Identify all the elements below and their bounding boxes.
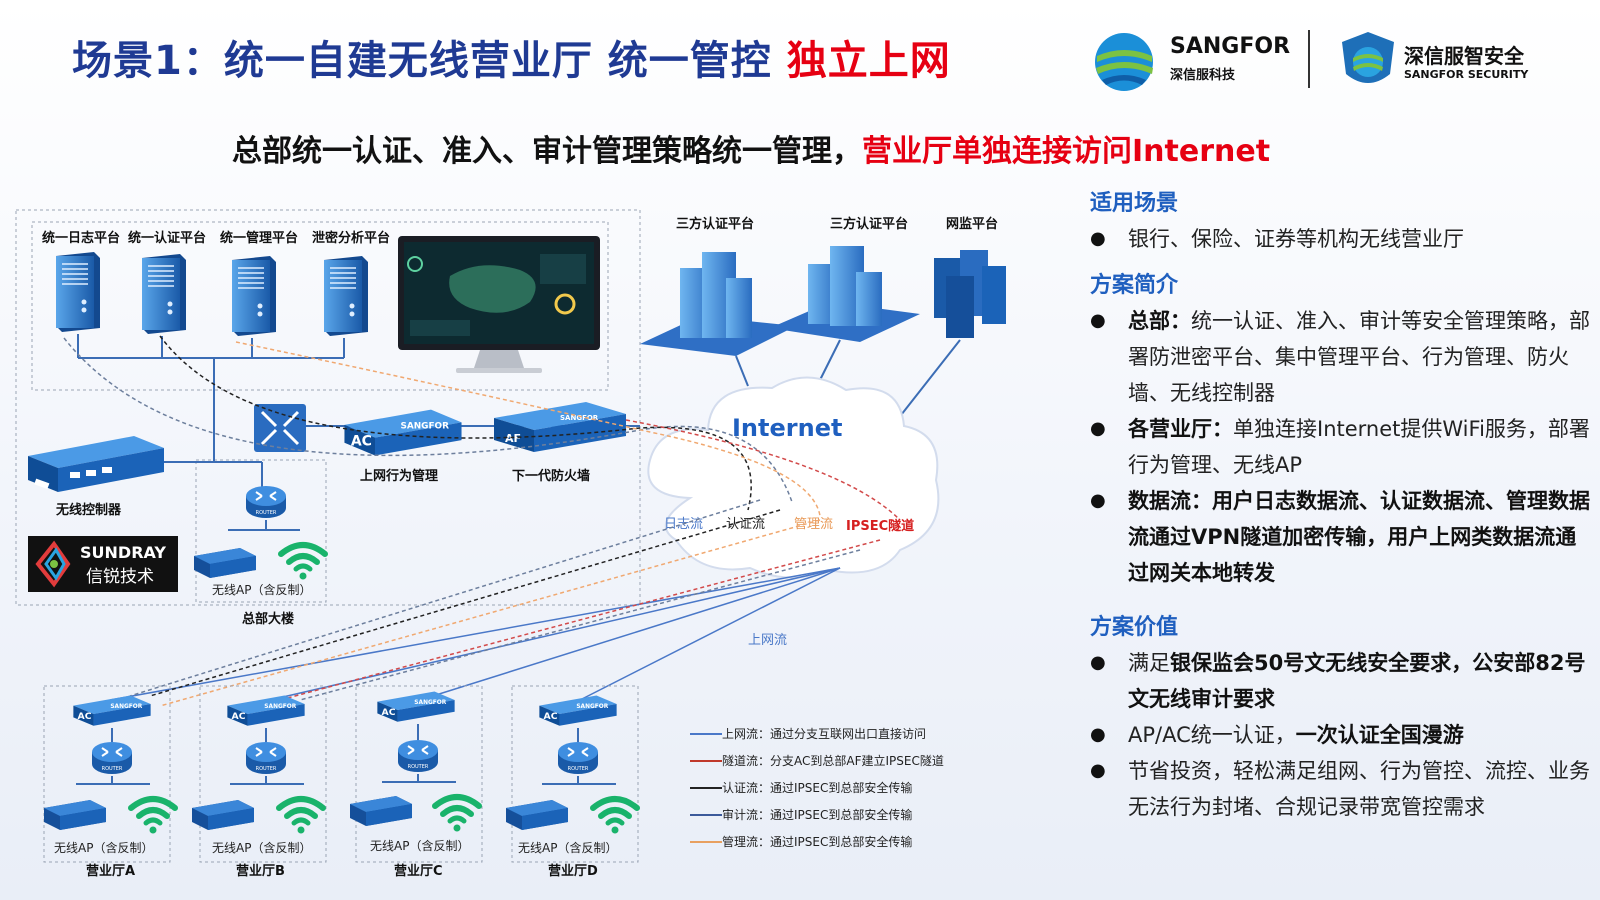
hq-ap-label: 无线AP（含反制） [212, 582, 311, 597]
monitor-platform-icon [934, 250, 1006, 338]
security-cn-name: 深信服智安全 [1404, 44, 1524, 68]
scene-item: 银行、保险、证券等机构无线营业厅 [1090, 221, 1590, 257]
server-auth-icon [141, 253, 187, 335]
hq-building-label: 总部大楼 [242, 611, 294, 627]
branch-b: 无线AP（含反制） 营业厅B [192, 685, 327, 879]
security-en-name: SANGFOR SECURITY [1404, 68, 1529, 81]
branch-c-ap-label: 无线AP（含反制） [370, 838, 469, 853]
shield-icon [1342, 32, 1394, 83]
value-item-roaming: AP/AC统一认证，一次认证全国漫游 [1090, 717, 1590, 753]
title-highlight: 独立上网 [786, 38, 951, 84]
subtitle-main: 总部统一认证、准入、审计管理策略统一管理， [232, 134, 862, 169]
hq-router-icon [245, 485, 287, 519]
third-party-label-2: 三方认证平台 [830, 216, 908, 232]
section-title-scene: 适用场景 [1090, 191, 1179, 216]
sangfor-wordmark: SANGFOR [1170, 34, 1291, 59]
hq-ap-icon [194, 548, 256, 578]
value-item-savings: 节省投资，轻松满足组网、行为管控、流控、业务无法行为封堵、合规记录带宽管控需求 [1090, 753, 1590, 825]
branch-a-label: 营业厅A [86, 863, 135, 879]
server-log-icon [55, 251, 101, 333]
third-party-building-2-icon [770, 246, 920, 342]
wireless-controller-label: 无线控制器 [55, 502, 122, 518]
page-title: 场景1：统一自建无线营业厅 统一管控 独立上网 [72, 28, 951, 86]
flow-label-web: 上网流 [748, 633, 787, 648]
branch-d-ap-label: 无线AP（含反制） [518, 840, 617, 855]
internet-cloud-icon [647, 376, 940, 579]
platform-label-mgmt: 统一管理平台 [220, 230, 298, 246]
server-dlp-icon [323, 255, 369, 337]
solution-panel: 适用场景 银行、保险、证券等机构无线营业厅 方案简介 总部：统一认证、准入、审计… [1090, 185, 1590, 825]
sangfor-security-logo: 深信服智安全 SANGFOR SECURITY [1338, 30, 1538, 94]
section-title-intro: 方案简介 [1090, 273, 1179, 298]
sangfor-cn-name: 深信服科技 [1170, 68, 1236, 83]
branch-d: 无线AP（含反制） 营业厅D [506, 685, 638, 879]
svg-text:SUNDRAY: SUNDRAY [80, 543, 166, 562]
section-title-value: 方案价值 [1090, 615, 1179, 640]
af-label: 下一代防火墙 [512, 468, 590, 484]
legend-item-tunnel: 隧道流：分支AC到总部AF建立IPSEC隧道 [722, 753, 944, 768]
intro-item-branch: 各营业厅：单独连接Internet提供WiFi服务，部署行为管理、无线AP [1090, 411, 1590, 483]
svg-text:SANGFOR: SANGFOR [560, 414, 599, 422]
flow-label-ipsec: IPSEC隧道 [846, 518, 914, 534]
third-party-building-1-icon [640, 252, 796, 356]
page-subtitle: 总部统一认证、准入、审计管理策略统一管理，营业厅单独连接访问Internet [232, 126, 1270, 170]
hq-af-device-icon: SANGFOR AF [494, 402, 626, 452]
hq-wifi-icon [281, 545, 325, 580]
hq-ac-device-icon [344, 409, 462, 456]
svg-text:AF: AF [505, 432, 521, 445]
core-switch-icon [254, 404, 306, 452]
flow-label-mgmt: 管理流 [794, 517, 833, 532]
legend-item-web: 上网流：通过分支互联网出口直接访问 [722, 726, 926, 741]
branch-b-label: 营业厅B [236, 863, 285, 879]
sangfor-logo: SANGFOR 深信服科技 [1092, 30, 1292, 94]
intro-item-dataflow: 数据流：用户日志数据流、认证数据流、管理数据流通过VPN隧道加密传输，用户上网类… [1090, 483, 1590, 591]
legend-item-audit: 审计流：通过IPSEC到总部安全传输 [722, 807, 912, 822]
platform-label-dlp: 泄密分析平台 [312, 230, 390, 246]
value-item-compliance: 满足银保监会50号文无线安全要求，公安部82号文无线审计要求 [1090, 645, 1590, 717]
legend-item-auth: 认证流：通过IPSEC到总部安全传输 [722, 780, 912, 795]
ac-label: 上网行为管理 [360, 468, 438, 484]
network-topology-diagram: ROUTER SANGFOR AC 统一日志平台 [15, 209, 1006, 879]
internet-label: Internet [732, 414, 842, 442]
branch-d-label: 营业厅D [548, 863, 598, 879]
branch-a-ap-label: 无线AP（含反制） [54, 840, 153, 855]
sangfor-globe-icon [1095, 33, 1153, 91]
sundray-logo: SUNDRAY 信锐技术 [28, 536, 178, 592]
branch-a: 无线AP（含反制） 营业厅A [43, 685, 175, 879]
platform-label-log: 统一日志平台 [42, 230, 120, 246]
branch-b-ap-label: 无线AP（含反制） [212, 840, 311, 855]
intro-item-hq: 总部：统一认证、准入、审计等安全管理策略，部署防泄密平台、集中管理平台、行为管理… [1090, 303, 1590, 411]
platform-label-auth: 统一认证平台 [128, 230, 206, 246]
hq-outer-frame [15, 209, 641, 606]
title-main: 场景1：统一自建无线营业厅 统一管控 [72, 38, 772, 84]
branch-c-label: 营业厅C [394, 863, 443, 879]
logo-divider [1308, 30, 1310, 88]
hq-ap-frame [195, 459, 327, 603]
subtitle-highlight: 营业厅单独连接访问Internet [862, 134, 1271, 169]
hq-platform-frame [31, 221, 609, 391]
wireless-controller-icon [28, 436, 164, 492]
monitor-dashboard-icon [398, 236, 600, 373]
legend-item-mgmt: 管理流：通过IPSEC到总部安全传输 [722, 834, 912, 849]
flow-label-auth: 认证流 [726, 517, 765, 532]
svg-text:信锐技术: 信锐技术 [86, 567, 154, 587]
monitor-platform-label: 网监平台 [946, 216, 998, 232]
server-mgmt-icon [231, 255, 277, 337]
branch-c: 无线AP（含反制） 营业厅C [350, 685, 483, 879]
flow-legend: 上网流：通过分支互联网出口直接访问 隧道流：分支AC到总部AF建立IPSEC隧道… [690, 726, 944, 849]
third-party-label-1: 三方认证平台 [676, 216, 754, 232]
